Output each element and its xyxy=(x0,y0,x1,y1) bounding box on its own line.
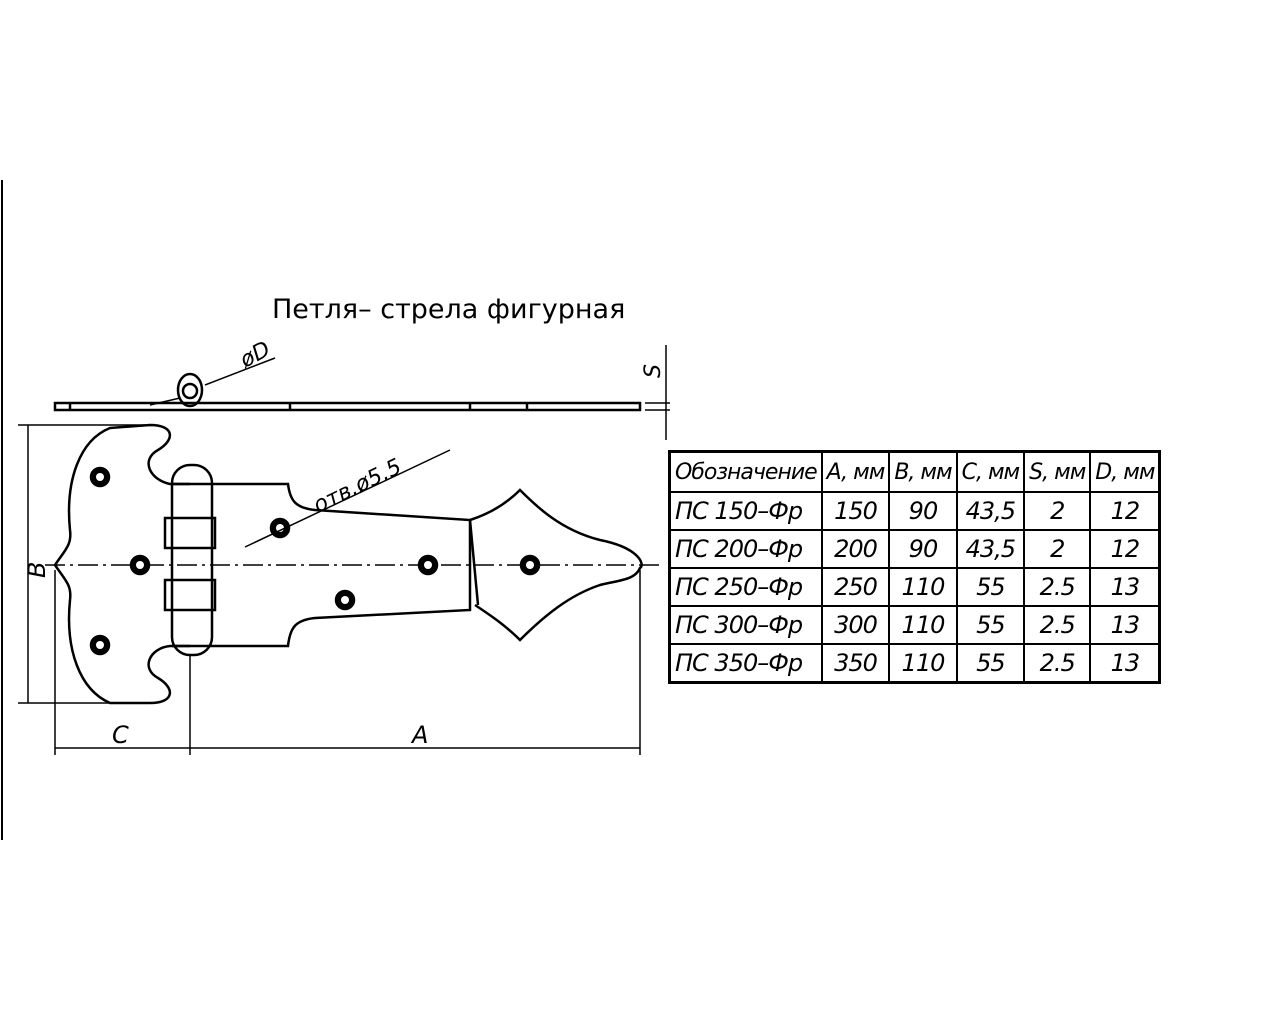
table-header-row: Обозначение A, мм B, мм C, мм S, мм D, м… xyxy=(668,450,1161,493)
hole-label: отв.ø5.5 xyxy=(310,454,406,518)
table-cell: 13 xyxy=(1089,605,1161,645)
thickness-s-label: S xyxy=(641,364,666,378)
table-cell: 13 xyxy=(1089,643,1161,684)
table-cell: 12 xyxy=(1089,529,1161,569)
col-header: B, мм xyxy=(888,450,958,493)
col-header: Обозначение xyxy=(668,450,823,493)
table-cell: 150 xyxy=(820,491,891,531)
table-cell: ПС 150–Фр xyxy=(668,491,823,531)
drawing-title: Петля– стрела фигурная xyxy=(272,294,625,325)
table-cell: 13 xyxy=(1089,567,1161,607)
col-header: S, мм xyxy=(1023,450,1092,493)
table-cell: ПС 250–Фр xyxy=(668,567,823,607)
col-header: D, мм xyxy=(1089,450,1161,493)
dim-b-label: B xyxy=(23,562,51,578)
table-cell: 200 xyxy=(820,529,891,569)
hinge-top-view xyxy=(45,423,660,705)
table-cell: 2.5 xyxy=(1023,605,1092,645)
diameter-d-label: øD xyxy=(235,337,274,374)
dim-c-label: C xyxy=(112,721,129,749)
table-cell: ПС 200–Фр xyxy=(668,529,823,569)
table-cell: 90 xyxy=(888,529,958,569)
side-view xyxy=(53,345,670,440)
page-border-line xyxy=(1,180,3,840)
table-cell: 12 xyxy=(1089,491,1161,531)
col-header: C, мм xyxy=(955,450,1026,493)
table-cell: ПС 300–Фр xyxy=(668,605,823,645)
table-cell: 300 xyxy=(820,605,891,645)
dimension-lines xyxy=(18,424,641,755)
pin-circle xyxy=(176,372,204,408)
table-cell: 110 xyxy=(888,567,958,607)
dim-a-label: A xyxy=(410,721,428,749)
table-cell: ПС 350–Фр xyxy=(668,643,823,684)
table-cell: 55 xyxy=(955,643,1026,684)
table-cell: 250 xyxy=(820,567,891,607)
table-cell: 2 xyxy=(1023,491,1092,531)
table-cell: 43,5 xyxy=(955,529,1026,569)
table-cell: 2.5 xyxy=(1023,567,1092,607)
spec-table: Обозначение A, мм B, мм C, мм S, мм D, м… xyxy=(668,450,1162,684)
table-cell: 2 xyxy=(1023,529,1092,569)
table-cell: 55 xyxy=(955,605,1026,645)
table-cell: 55 xyxy=(955,567,1026,607)
table-cell: 110 xyxy=(888,605,958,645)
table-cell: 43,5 xyxy=(955,491,1026,531)
table-cell: 110 xyxy=(888,643,958,684)
table-cell: 90 xyxy=(888,491,958,531)
table-cell: 2.5 xyxy=(1023,643,1092,684)
table-cell: 350 xyxy=(820,643,891,684)
col-header: A, мм xyxy=(820,450,891,493)
